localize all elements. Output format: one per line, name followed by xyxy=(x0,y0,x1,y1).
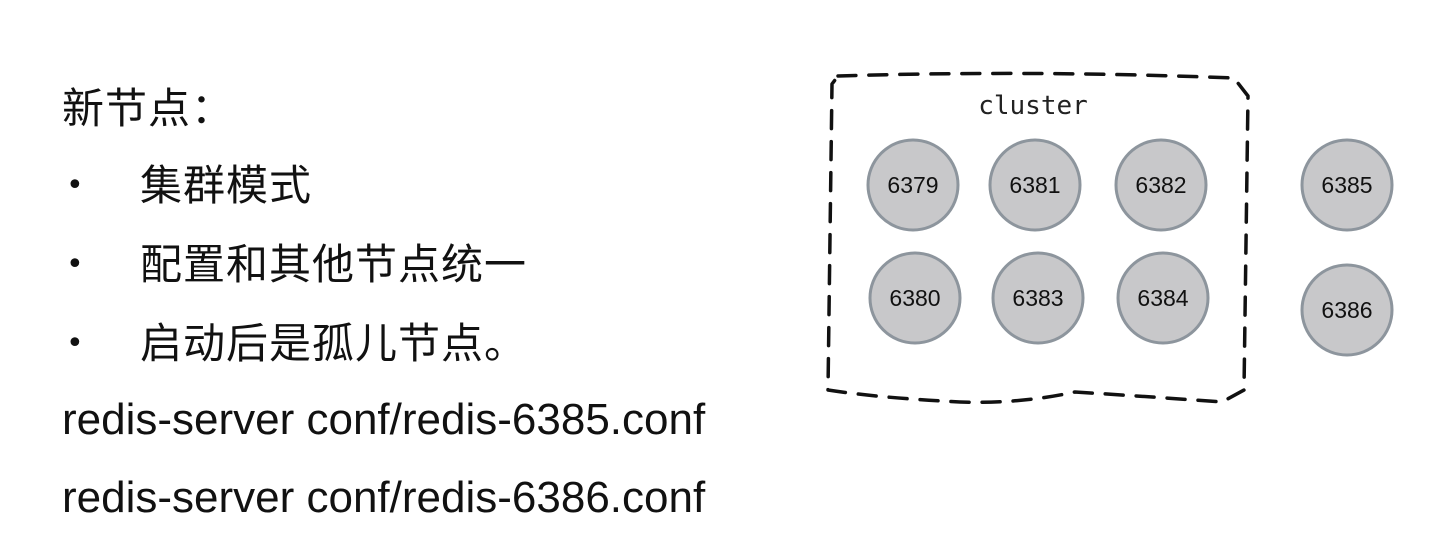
bullet-marker: • xyxy=(66,247,84,282)
slide-text-panel: 新节点： • 集群模式 • 配置和其他节点统一 • 启动后是孤儿节点。 redi… xyxy=(62,0,802,547)
node-label: 6379 xyxy=(887,172,938,198)
bullet-text: 集群模式 xyxy=(140,161,313,210)
node-label: 6386 xyxy=(1321,297,1372,323)
cluster-node-6379: 6379 xyxy=(866,138,960,232)
cluster-label: cluster xyxy=(978,91,1088,121)
bullet-marker: • xyxy=(66,168,84,203)
node-label: 6385 xyxy=(1321,172,1372,198)
cluster-node-6381: 6381 xyxy=(988,138,1082,232)
node-label: 6382 xyxy=(1135,172,1186,198)
node-label: 6384 xyxy=(1137,285,1188,311)
node-label: 6383 xyxy=(1012,285,1063,311)
bullet-text: 启动后是孤儿节点。 xyxy=(140,319,528,368)
cluster-node-6384: 6384 xyxy=(1116,251,1210,345)
heading: 新节点： xyxy=(62,84,235,133)
bullet-marker: • xyxy=(66,326,84,361)
command-line-6386: redis-server conf/redis-6386.conf xyxy=(62,473,706,522)
cluster-node-6382: 6382 xyxy=(1114,138,1208,232)
cluster-node-6383: 6383 xyxy=(991,251,1085,345)
orphan-node-6386: 6386 xyxy=(1300,263,1394,357)
node-label: 6380 xyxy=(889,285,940,311)
cluster-boundary xyxy=(826,71,1250,405)
node-label: 6381 xyxy=(1009,172,1060,198)
orphan-node-6385: 6385 xyxy=(1300,138,1394,232)
cluster-node-6380: 6380 xyxy=(868,251,962,345)
bullet-text: 配置和其他节点统一 xyxy=(140,240,528,289)
command-line-6385: redis-server conf/redis-6385.conf xyxy=(62,395,706,444)
